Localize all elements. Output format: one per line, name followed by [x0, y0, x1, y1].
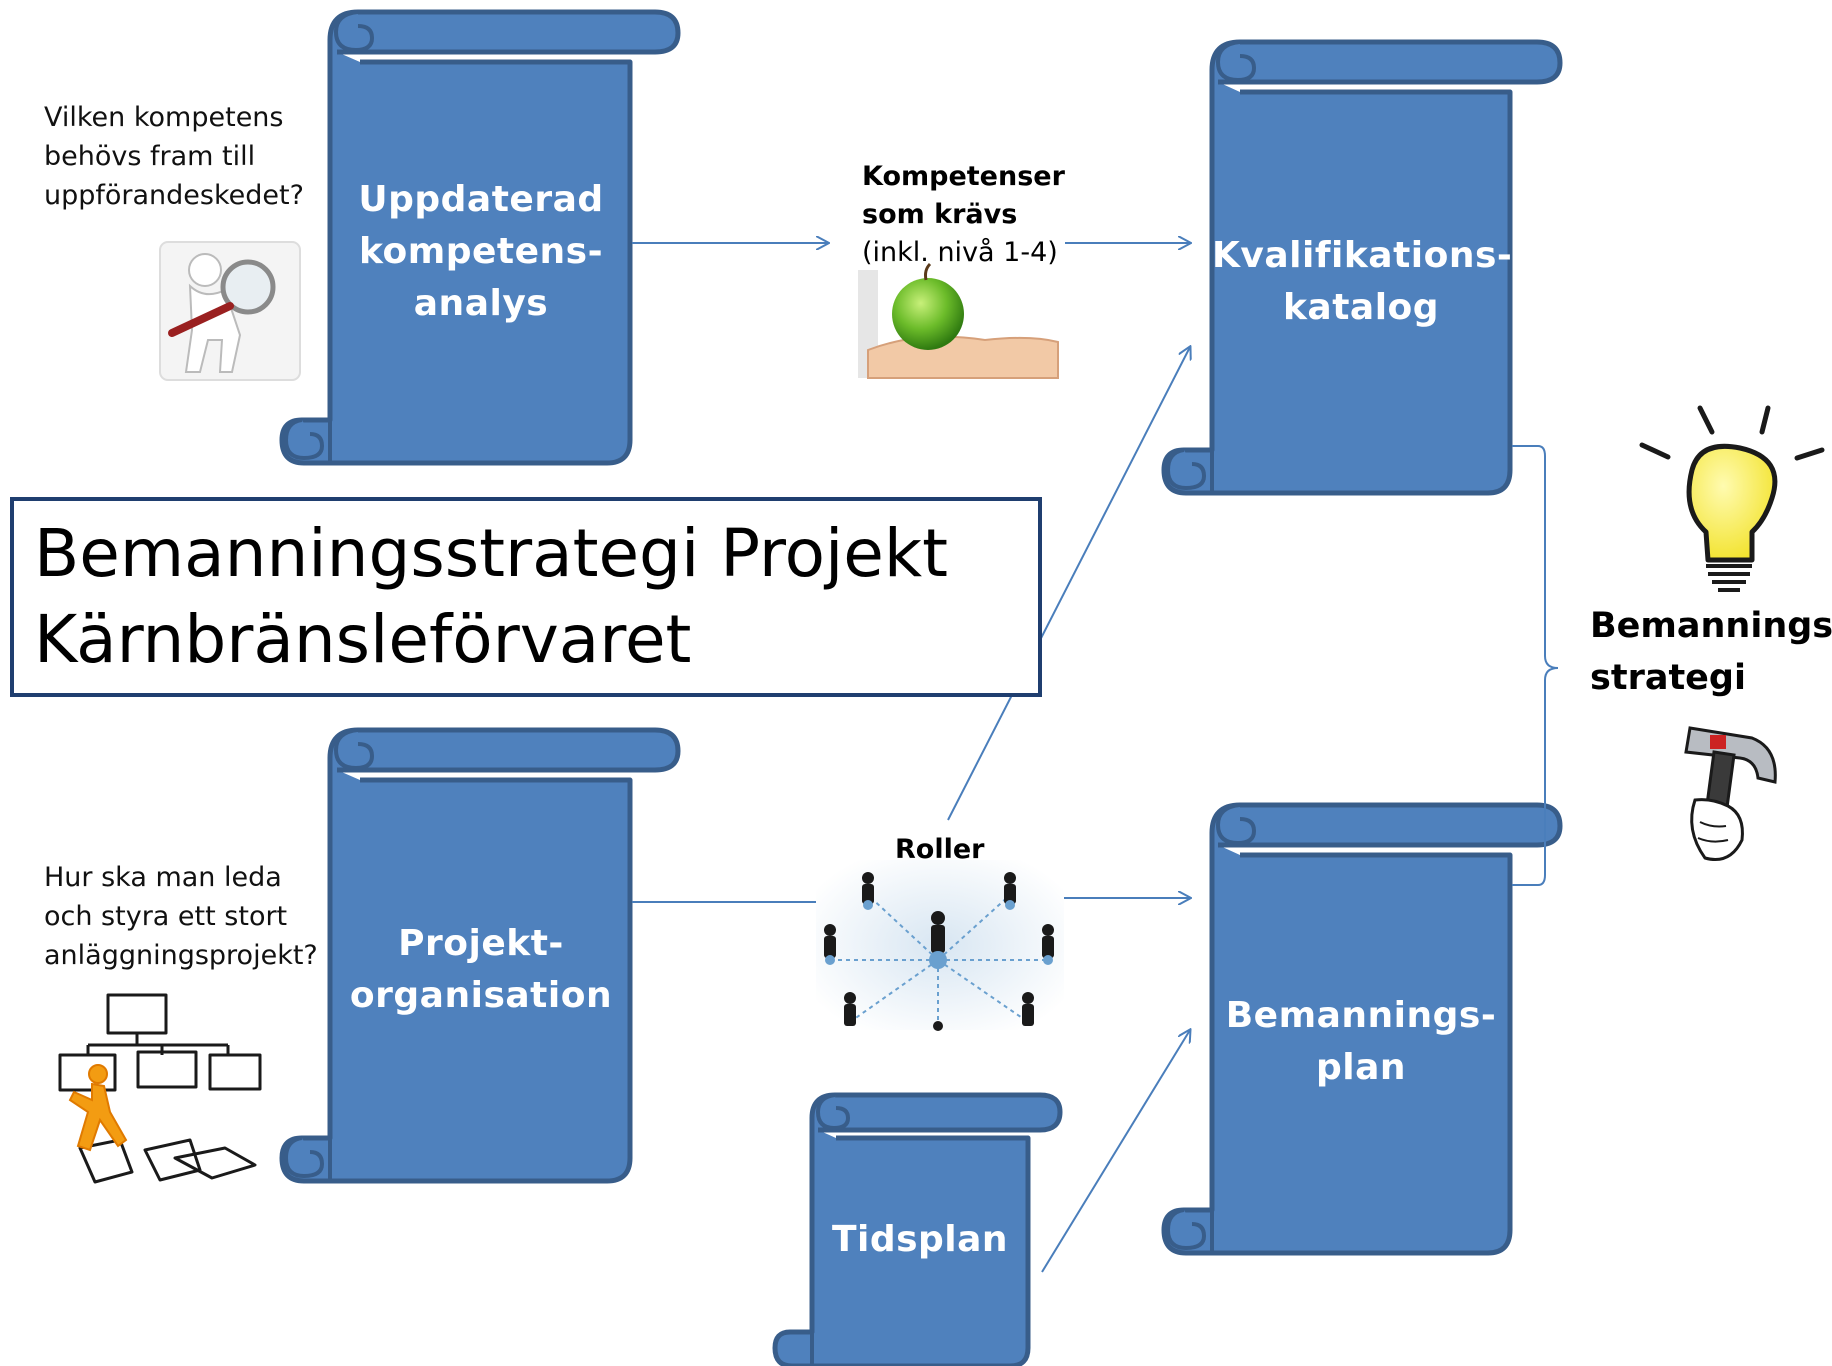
- strategi-label: Bemannings- strategi: [1590, 600, 1832, 704]
- question-kompetens-line2: behövs fram till: [44, 141, 256, 172]
- strategi-line2: strategi: [1590, 658, 1746, 698]
- label-organisation-line1: Projekt-: [398, 923, 564, 964]
- lightbulb-icon: [1639, 405, 1825, 592]
- apple-hand-icon: [858, 262, 1059, 379]
- kompetenser-line2: som krävs: [862, 199, 1018, 230]
- scroll-tidsplan: [772, 1092, 1063, 1366]
- question-kompetens-line1: Vilken kompetens: [44, 102, 284, 133]
- roles-network-icon: [816, 860, 1064, 1031]
- label-bemanningsplan-line2: plan: [1315, 1047, 1407, 1088]
- kompetenser-label: Kompetenser som krävs (inkl. nivå 1-4): [862, 158, 1065, 272]
- question-kompetens: Vilken kompetens behövs fram till uppför…: [44, 98, 304, 215]
- connectors: [632, 243, 1559, 1273]
- title-box: Bemanningsstrategi Projekt Kärnbränslefö…: [10, 497, 1042, 697]
- strategi-line1: Bemannings-: [1590, 606, 1832, 646]
- kompetenser-line1: Kompetenser: [862, 161, 1065, 192]
- label-katalog-line1: Kvalifikations-: [1212, 235, 1513, 276]
- strategy-bracket: [1512, 445, 1559, 886]
- question-ledning: Hur ska man leda och styra ett stort anl…: [44, 858, 318, 975]
- magnifier-figure-icon: [159, 241, 301, 381]
- roller-label: Roller: [895, 834, 985, 865]
- running-figure-icon: [68, 1064, 128, 1152]
- label-tidsplan-line1: Tidsplan: [831, 1219, 1009, 1260]
- label-kompetensanalys-line2: kompetens-: [358, 231, 604, 272]
- label-kompetensanalys: Uppdaterad kompetens- analys: [332, 174, 630, 330]
- scroll-projektorganisation: [279, 727, 681, 1184]
- scroll-kompetensanalys: [279, 9, 681, 466]
- scroll-bemanningsplan: [1161, 802, 1563, 1256]
- org-chart-icon: [58, 993, 262, 1184]
- title-line-2: Kärnbränsleförvaret: [34, 601, 692, 678]
- label-bemanningsplan: Bemannings- plan: [1212, 990, 1510, 1094]
- label-kompetensanalys-line3: analys: [413, 283, 549, 324]
- hammer-icon: [1684, 726, 1777, 861]
- arrow-tidsplan-to-bemanningsplan: [1041, 1030, 1190, 1273]
- question-ledning-line3: anläggningsprojekt?: [44, 940, 318, 971]
- label-bemanningsplan-line1: Bemannings-: [1225, 995, 1497, 1036]
- label-projektorganisation: Projekt- organisation: [332, 918, 630, 1022]
- scroll-kvalifikationskatalog: [1161, 39, 1563, 496]
- label-katalog-line2: katalog: [1282, 287, 1440, 328]
- title-line-1: Bemanningsstrategi Projekt: [34, 515, 949, 592]
- label-kvalifikationskatalog: Kvalifikations- katalog: [1212, 230, 1513, 334]
- kompetenser-sub: (inkl. nivå 1-4): [862, 237, 1058, 268]
- question-ledning-line1: Hur ska man leda: [44, 862, 282, 893]
- question-kompetens-line3: uppförandeskedet?: [44, 180, 304, 211]
- label-tidsplan: Tidsplan: [812, 1214, 1028, 1266]
- question-ledning-line2: och styra ett stort: [44, 901, 288, 932]
- label-organisation-line2: organisation: [349, 975, 613, 1016]
- arrow-roller-to-katalog: [947, 347, 1190, 821]
- label-kompetensanalys-line1: Uppdaterad: [358, 179, 604, 220]
